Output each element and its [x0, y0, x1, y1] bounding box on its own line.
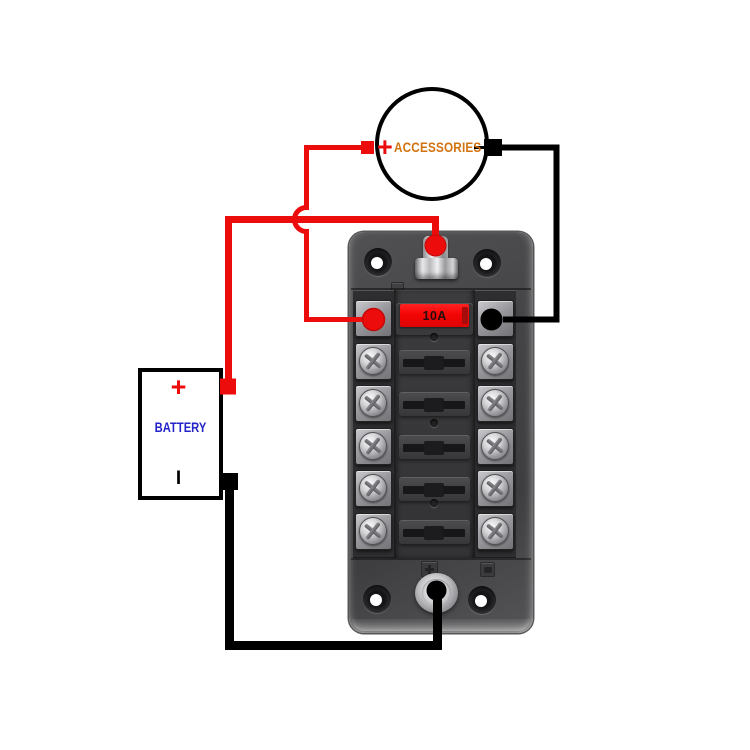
- terminal-screw: [481, 474, 509, 502]
- fuse-row-4-empty-socket: [399, 435, 470, 459]
- accessories-label-row: + ACCESSORIES: [377, 133, 494, 161]
- socket-slot: [443, 486, 465, 494]
- terminal-plate-4-left: [355, 428, 392, 465]
- socket-slot: [403, 359, 425, 367]
- terminal-screw: [359, 474, 387, 502]
- socket-slot: [424, 441, 444, 455]
- fuse-block: 10A: [349, 232, 533, 633]
- terminal-plate-5-right: [477, 470, 514, 507]
- terminal-screw: [359, 389, 387, 417]
- groove-top: [351, 288, 531, 290]
- socket-slot: [424, 483, 444, 497]
- terminal-plate-6-right: [477, 513, 514, 550]
- block-bottom-bevel: [352, 619, 530, 631]
- fuse-row-2-empty-socket: [399, 350, 470, 374]
- socket-slot: [403, 444, 425, 452]
- mounting-hole-bottom-left: [363, 585, 391, 613]
- groove-bottom: [351, 558, 531, 560]
- accessories-label: ACCESSORIES: [393, 139, 482, 155]
- socket-slot: [443, 529, 465, 537]
- mounting-hole-bottom-right: [468, 586, 496, 614]
- terminal-plate-3-left: [355, 385, 392, 422]
- socket-slot: [403, 486, 425, 494]
- socket-slot: [403, 401, 425, 409]
- accessories-plus-symbol: +: [377, 132, 393, 162]
- terminal-screw: [359, 347, 387, 375]
- mounting-hole-top-left: [364, 248, 392, 276]
- terminal-screw: [481, 347, 509, 375]
- negative-stud-cap: [422, 579, 451, 606]
- accessories-positive-terminal: [361, 141, 374, 154]
- socket-slot: [424, 526, 444, 540]
- terminal-screw: [481, 517, 509, 545]
- terminal-plate-3-right: [477, 385, 514, 422]
- fuse-row-1: 10A: [396, 303, 473, 335]
- terminal-screw: [481, 432, 509, 460]
- terminal-plate-2-left: [355, 343, 392, 380]
- socket-slot: [443, 444, 465, 452]
- fuse-row-5-empty-socket: [399, 477, 470, 501]
- terminal-screw: [359, 517, 387, 545]
- socket-slot: [424, 398, 444, 412]
- fuse-row-3-empty-socket: [399, 392, 470, 416]
- mounting-hole-top-right: [473, 249, 501, 277]
- socket-slot: [443, 401, 465, 409]
- fuse-10a: 10A: [400, 304, 469, 327]
- terminal-plate-2-right: [477, 343, 514, 380]
- battery-label: BATTERY: [154, 419, 207, 435]
- terminal-screw: [481, 389, 509, 417]
- socket-slot: [443, 359, 465, 367]
- molded-dimple: [430, 333, 438, 341]
- molded-dimple: [430, 499, 438, 507]
- terminal-plate-4-right: [477, 428, 514, 465]
- battery-positive-symbol: +: [170, 372, 187, 402]
- terminal-plate-6-left: [355, 513, 392, 550]
- socket-slot: [424, 356, 444, 370]
- positive-stud-nut: [415, 258, 458, 279]
- terminal-strip-left: [353, 290, 394, 558]
- terminal-plate-1-right: [477, 300, 514, 337]
- terminal-screw: [359, 432, 387, 460]
- fuse-row-6-empty-socket: [399, 520, 470, 544]
- socket-slot: [403, 529, 425, 537]
- terminal-plate-1-left: [355, 300, 392, 337]
- fuse-symbol-mark: [480, 562, 495, 577]
- terminal-strip-right: [475, 290, 516, 558]
- fuse-slot-column: 10A: [394, 290, 475, 558]
- accessories-circle: [375, 87, 489, 201]
- battery-negative-symbol: I: [175, 468, 182, 489]
- molded-dimple: [430, 419, 438, 427]
- fuse-10a-tab: [462, 307, 468, 324]
- fuse-10a-label: 10A: [422, 308, 447, 323]
- battery-box: + BATTERY I: [138, 368, 223, 500]
- terminal-plate-5-left: [355, 470, 392, 507]
